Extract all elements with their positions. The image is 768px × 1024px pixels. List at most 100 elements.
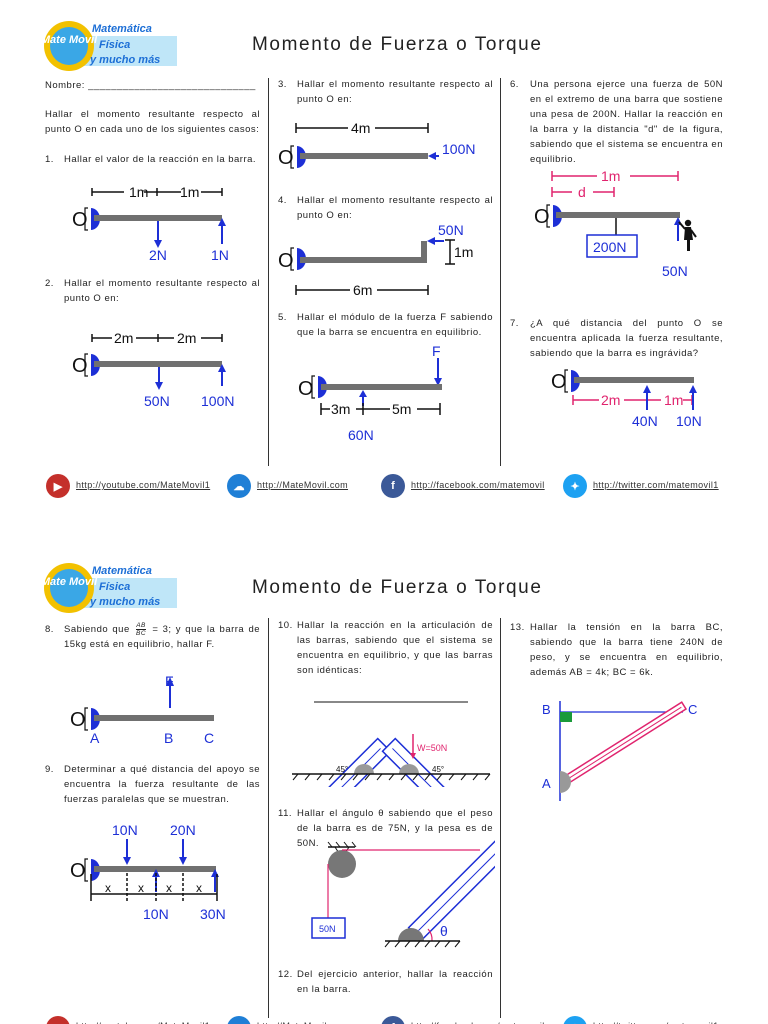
cloud-icon[interactable]: ☁ [227,1016,251,1024]
problem-3-text: Hallar el momento resultante respecto al… [297,79,493,105]
problem-5-text: Hallar el módulo de la fuerza F sabiendo… [297,312,493,338]
p2-force-2: 100N [201,393,234,409]
p8-frac-den: BC [136,630,147,637]
p9-x-4: x [196,881,202,895]
logo-line-1: Matemática [92,23,152,35]
p5-force: 60N [348,427,374,443]
facebook-link[interactable]: http://facebook.com/matemovil [411,480,545,490]
twitter-icon[interactable]: ✦ [563,474,587,498]
p6-bar [556,212,680,218]
youtube-link[interactable]: http://youtube.com/MateMovil1 [76,1021,210,1024]
column-divider [500,78,501,466]
p9-force-2: 20N [170,822,196,838]
problem-10-text: Hallar la reacción en la articulación de… [297,620,493,676]
instructions: Hallar el momento resultante respecto al… [45,109,260,135]
p13-point-A: A [542,776,551,791]
p8-post: = 3; y que la barra de 15kg está en equi… [64,624,261,651]
problem-7-diagram: O 2m 1m 40N 10N [551,369,702,429]
logo-line-3: y mucho más [89,54,160,66]
page-title: Momento de Fuerza o Torque [252,577,543,598]
p8-frac-num: AB [136,622,147,630]
p1-dim-1: 1m [129,184,148,200]
website-link[interactable]: http://MateMovil.com [257,480,349,490]
p7-dim-2: 1m [664,392,683,408]
p6-origin: O [534,206,550,228]
column-divider [268,78,269,466]
p6-force: 50N [662,263,688,279]
problem-4-text: Hallar el momento resultante respecto al… [297,195,493,221]
p3-bar [300,153,428,159]
cloud-icon[interactable]: ☁ [227,474,251,498]
p8-point-C: C [204,730,214,746]
p8-point-B: B [164,730,173,746]
p9-x-2: x [138,881,144,895]
p9-origin: O [70,860,86,882]
p7-force-1: 40N [632,413,658,429]
problem-11-number: 11. [278,808,293,819]
problem-3-number: 3. [278,79,287,90]
p9-force-1: 10N [112,822,138,838]
p1-bar [94,215,222,221]
p11-theta: θ [440,923,448,939]
p3-force: 100N [442,141,475,157]
problem-13-diagram: B A C [542,701,697,801]
p10-angle-2: 45° [432,765,444,774]
p8-bar [94,715,214,721]
column-divider [500,618,501,1018]
p4-origin: O [278,250,294,272]
p9-force-3: 10N [143,906,169,922]
problem-7-text: ¿A qué distancia del punto O se encuentr… [530,318,723,359]
youtube-icon[interactable]: ▶ [46,474,70,498]
p4-bar [300,257,427,263]
twitter-link[interactable]: http://twitter.com/matemovil1 [593,1021,719,1024]
p11-weight: 50N [319,924,336,934]
p1-dim-2: 1m [180,184,199,200]
twitter-link[interactable]: http://twitter.com/matemovil1 [593,480,719,490]
logo-line-1: Matemática [92,565,152,577]
logo-text-1: Mate Movil [42,576,98,588]
problem-8-diagram: F O A B C [70,673,214,746]
p10-weight: W=50N [417,743,447,753]
youtube-link[interactable]: http://youtube.com/MateMovil1 [76,480,211,490]
facebook-icon[interactable]: f [381,474,405,498]
p7-bar [574,377,694,383]
facebook-link[interactable]: http://facebook.com/matemovil [411,1021,545,1024]
problem-13-number: 13. [510,622,525,633]
p6-weight: 200N [593,239,626,255]
p2-bar [94,361,222,367]
p4-force: 50N [438,222,464,238]
p5-origin: O [298,378,314,400]
page-title: Momento de Fuerza o Torque [252,34,543,55]
website-link[interactable]: http://MateMovil.com [257,1021,348,1024]
p5-dim-1: 3m [331,401,350,417]
facebook-icon[interactable]: f [381,1016,405,1024]
p4-dim: 6m [353,282,372,298]
p3-origin: O [278,147,294,169]
problem-2-number: 2. [45,278,54,289]
problem-11-diagram: 50N θ [311,838,495,948]
p2-force-1: 50N [144,393,170,409]
p13-point-C: C [688,702,697,717]
logo-line-3: y mucho más [89,596,160,608]
problem-11-text: Hallar el ángulo θ sabiendo que el peso … [297,808,493,849]
logo: Mate Movil Matemática Física y mucho más [41,560,182,616]
p9-x-1: x [105,881,111,895]
p6-dim-d: d [578,184,586,200]
youtube-icon[interactable]: ▶ [46,1016,70,1024]
p9-x-3: x [166,881,172,895]
problem-5-diagram: F O 3m 5m 60N [298,343,442,443]
problem-2-text: Hallar el momento resultante respecto al… [64,278,260,304]
p10-angle-1: 45° [336,765,348,774]
logo-line-2: Física [99,39,130,51]
column-divider [268,618,269,1018]
p8-point-A: A [90,730,100,746]
p1-force-2: 1N [211,247,229,263]
nombre-field[interactable]: Nombre: _____________________________ [45,80,256,91]
problem-4-diagram: O 50N 1m 6m [278,222,473,298]
p9-force-4: 30N [200,906,226,922]
twitter-icon[interactable]: ✦ [563,1016,587,1024]
problem-1-text: Hallar el valor de la reacción en la bar… [64,154,257,165]
problem-2-diagram: 2m 2m O 50N 100N [72,330,234,409]
